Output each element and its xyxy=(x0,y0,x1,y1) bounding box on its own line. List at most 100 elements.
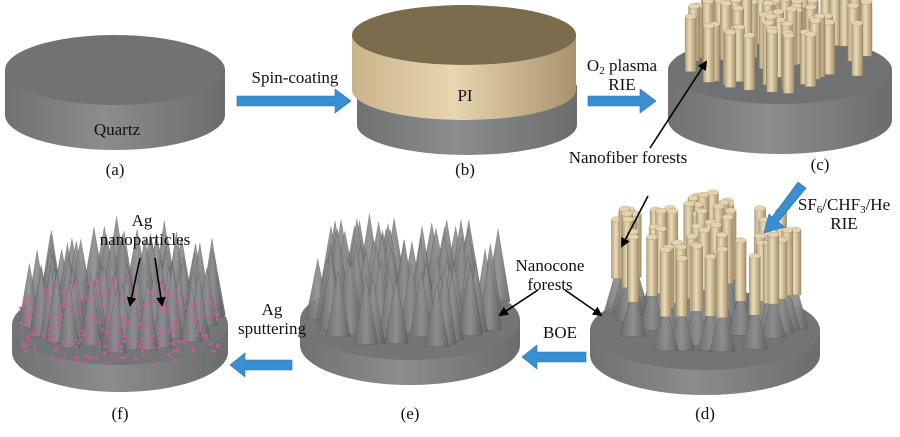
nanofiber-top xyxy=(655,208,667,214)
ag-nanoparticle xyxy=(105,287,109,291)
pointer-arrow-nanocone-e xyxy=(498,289,539,317)
nanofiber xyxy=(646,236,658,297)
ag-nanoparticle xyxy=(95,355,99,359)
step-boe-label: BOE xyxy=(543,323,577,342)
nanocone xyxy=(326,272,351,337)
nanofiber-top xyxy=(687,195,700,201)
nanofiber xyxy=(749,255,761,316)
ag-nanoparticle xyxy=(167,331,171,335)
ag-nanoparticle xyxy=(140,349,144,353)
ag-nanoparticle xyxy=(25,319,29,322)
ag-nanoparticle xyxy=(94,279,97,283)
ag-nanoparticle xyxy=(124,355,128,359)
ag-nanoparticle xyxy=(119,295,123,299)
nanocone xyxy=(384,279,409,344)
ag-nanoparticle xyxy=(53,334,56,338)
ag-nanoparticle xyxy=(97,361,101,365)
ag-nanoparticle xyxy=(87,336,90,340)
step-o2-plasma-label: O2 plasma xyxy=(586,56,658,77)
ag-nanoparticle xyxy=(72,291,76,294)
ag-nanoparticle xyxy=(133,354,136,358)
ag-nanoparticle xyxy=(205,315,209,318)
ag-nanoparticle xyxy=(193,316,196,319)
nanocone xyxy=(57,281,81,348)
ag-nanoparticle xyxy=(57,345,60,349)
ag-nanoparticle xyxy=(155,361,159,364)
nanofiber-top xyxy=(785,6,798,13)
ag-nanoparticle xyxy=(23,304,27,308)
ag-nanoparticle xyxy=(33,330,37,334)
ag-nanoparticle xyxy=(32,333,36,336)
ag-nanoparticle xyxy=(142,303,146,307)
caption-b: (b) xyxy=(455,160,475,179)
ag-nanoparticle xyxy=(77,342,81,345)
nanofiber-top xyxy=(691,223,703,229)
ag-nanoparticle xyxy=(215,318,219,321)
ag-nanoparticle xyxy=(72,360,76,363)
ag-nanoparticle xyxy=(216,343,219,346)
ag-nanoparticle xyxy=(200,306,203,309)
nanocone xyxy=(180,286,203,343)
ag-nanoparticle xyxy=(96,282,99,286)
ag-nanoparticle xyxy=(102,294,105,298)
ag-nanoparticle xyxy=(142,353,146,357)
ag-nanoparticle xyxy=(122,301,125,305)
ag-nanoparticle xyxy=(158,281,162,284)
ag-nanoparticle xyxy=(68,286,71,289)
ag-nanoparticle xyxy=(111,344,114,348)
panel-c-nanofiber-disk xyxy=(668,0,892,154)
ag-nanoparticle xyxy=(62,305,66,309)
step-sf6-rie-label: RIE xyxy=(830,214,858,233)
ag-nanoparticle xyxy=(196,330,199,333)
ag-nanoparticle xyxy=(48,297,52,301)
ag-nanoparticle xyxy=(93,329,96,333)
ag-nanoparticle xyxy=(24,350,28,353)
ag-nanoparticle xyxy=(152,300,156,304)
nanofiber-top xyxy=(762,19,775,26)
ag-nanoparticle xyxy=(166,311,170,315)
pointer-arrow-ag-2 xyxy=(154,257,166,307)
nanofiber-top xyxy=(646,234,658,240)
ag-nanoparticle xyxy=(20,326,23,330)
ag-nanoparticle xyxy=(63,298,67,301)
ag-nanoparticle xyxy=(213,312,216,315)
ag-nanoparticle xyxy=(176,324,180,328)
process-arrow-c-to-d xyxy=(763,181,807,234)
ag-nanoparticle xyxy=(138,344,141,348)
ag-nanoparticle xyxy=(70,299,73,302)
ag-nanoparticle xyxy=(59,359,63,363)
step-sf6-label: SF6/CHF3/He xyxy=(797,195,891,216)
ag-nanoparticle xyxy=(88,297,92,300)
ag-nanoparticle xyxy=(98,321,102,324)
nanofiber-top xyxy=(675,244,687,250)
ag-nanoparticle xyxy=(27,297,30,301)
ag-nanoparticle xyxy=(192,318,196,322)
ag-nanoparticle xyxy=(24,301,28,304)
ag-nanoparticle xyxy=(195,301,198,305)
nanocone xyxy=(80,274,103,347)
ag-nanoparticle xyxy=(134,357,137,361)
ag-nanoparticle xyxy=(183,339,186,342)
ag-nanoparticle xyxy=(149,290,152,293)
ag-nanoparticle xyxy=(101,303,104,306)
nanofiber-top xyxy=(724,207,737,214)
nanofiber-top xyxy=(767,231,779,238)
ag-nanoparticle xyxy=(155,284,158,288)
ag-nanoparticle xyxy=(61,302,65,306)
nanofiber-top xyxy=(698,227,710,233)
nanocone xyxy=(709,305,736,352)
ag-nanoparticle xyxy=(115,322,118,326)
nanofiber-top xyxy=(734,237,747,244)
nanofiber xyxy=(766,31,778,93)
ag-nanoparticle xyxy=(173,319,177,323)
ag-nanoparticle xyxy=(123,340,126,343)
nanocone xyxy=(620,289,647,337)
ag-nanoparticle xyxy=(123,334,127,338)
ag-nanoparticle xyxy=(172,329,176,333)
ag-nanoparticle xyxy=(48,313,51,317)
nanofiber-top xyxy=(847,2,859,9)
ag-nanoparticle xyxy=(183,342,187,345)
ag-nanoparticle xyxy=(63,353,66,356)
ag-nanoparticle xyxy=(75,280,78,284)
nanofiber-top xyxy=(721,214,734,221)
